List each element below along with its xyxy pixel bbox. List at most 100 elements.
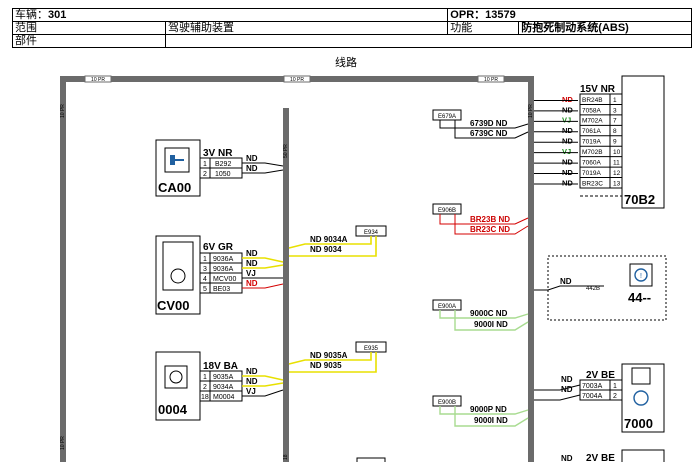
e906b-line-2: BR23C ND bbox=[470, 225, 510, 234]
cv00-wire-1: 9036A bbox=[213, 256, 234, 263]
c70b2-wire-1: BR24B bbox=[582, 97, 603, 104]
c70b2-pin-12: 12 bbox=[613, 170, 621, 177]
splice-e679a[interactable]: E679A 6739D ND 6739C ND bbox=[432, 109, 529, 139]
cv00-wire-5: BE03 bbox=[213, 286, 230, 293]
ca00-name: CA00 bbox=[158, 180, 191, 195]
svg-text:!: ! bbox=[640, 273, 642, 280]
c7000-nd-2: ND bbox=[561, 385, 573, 394]
c0004-pin-18: 18 bbox=[201, 394, 209, 401]
e935-line-2: ND 9035 bbox=[310, 361, 342, 370]
c0004-nd-2: ND bbox=[246, 377, 258, 386]
c70b2-nd-9: ND bbox=[562, 137, 573, 146]
c70b2-wire-12: 7019A bbox=[582, 170, 601, 177]
c44-nd: ND bbox=[560, 277, 572, 286]
c70b2-pin-7: 7 bbox=[613, 118, 617, 125]
bus-lines: 10 PR 10 PR 10 PR 10 PR 10 PR 50 PR 10 P… bbox=[60, 75, 534, 462]
c70b2-nd-1: ND bbox=[562, 95, 573, 104]
c70b2-conn: 15V NR bbox=[580, 84, 616, 95]
e934-box: E934 bbox=[364, 230, 379, 236]
c70b2-nd-13: ND bbox=[562, 178, 573, 187]
e900b-line-1: 9000P ND bbox=[470, 405, 507, 414]
e935-line-1: ND 9035A bbox=[310, 351, 348, 360]
c0004-wire-1: 9035A bbox=[213, 374, 234, 381]
c70b2-pin-10: 10 bbox=[613, 149, 621, 156]
header-table: 车辆：301 OPR：13579 范围 驾驶辅助装置 功能 防抱死制动系统(AB… bbox=[11, 8, 692, 48]
component-cv00[interactable]: CV00 6V GR 1 3 4 5 9036A 9036A MCV00 BE0… bbox=[155, 235, 284, 315]
bus-label-left-bottom: 10 PR bbox=[60, 436, 66, 450]
cv00-wire-3: 9036A bbox=[213, 266, 234, 273]
e934-line-1: ND 9034A bbox=[310, 235, 348, 244]
c70b2-pin-9: 9 bbox=[613, 139, 617, 146]
ca00-conn: 3V NR bbox=[203, 148, 233, 159]
bus-mid bbox=[283, 108, 289, 462]
gauge-icon bbox=[164, 365, 188, 389]
c0004-nd-18: VJ bbox=[246, 387, 256, 396]
bus-right bbox=[528, 76, 534, 462]
e906b-box: E906B bbox=[438, 208, 456, 214]
bus-label-right: 10 PR bbox=[528, 104, 534, 118]
e935-box: E935 bbox=[364, 346, 379, 352]
cv00-nd-1: ND bbox=[246, 249, 258, 258]
abs-sensor-icon bbox=[633, 390, 649, 406]
c70b2-wire-7: M702A bbox=[582, 118, 603, 125]
c70b2-nd-3: ND bbox=[562, 105, 573, 114]
e900b-line-2: 9000I ND bbox=[474, 416, 508, 425]
cv00-nd-3: ND bbox=[246, 259, 258, 268]
cv00-pin-5: 5 bbox=[203, 286, 207, 293]
ca00-pin-1: 1 bbox=[203, 161, 207, 168]
splice-e900a[interactable]: E900A 9000C ND 9000I ND bbox=[432, 299, 529, 331]
c70b2-pin-3: 3 bbox=[613, 107, 617, 114]
e900a-line-2: 9000I ND bbox=[474, 320, 508, 329]
bus-label-mid-bottom: 18 bbox=[283, 454, 289, 460]
c0004-wire-2: 9034A bbox=[213, 384, 234, 391]
splice-e906b[interactable]: E906B BR23B ND BR23C ND bbox=[432, 203, 529, 235]
vehicle-value: 301 bbox=[48, 9, 67, 21]
c0004-nd-1: ND bbox=[246, 367, 258, 376]
c70b2-nd-7: VJ bbox=[562, 116, 571, 125]
component-0004[interactable]: 0004 18V BA 1 2 18 9035A 9034A M0004 ND … bbox=[155, 351, 284, 421]
ca00-wire-2: 1050 bbox=[215, 171, 231, 178]
c70b2-nd-12: ND bbox=[562, 168, 573, 177]
component-44[interactable]: ! 44-- ND 442B bbox=[534, 255, 667, 321]
c7000-wire-2: 7004A bbox=[582, 393, 603, 400]
e679a-line-2: 6739C ND bbox=[470, 129, 508, 138]
c7000-name: 7000 bbox=[624, 416, 653, 431]
cv00-nd-4: VJ bbox=[246, 269, 256, 278]
c70b2-wire-3: 7058A bbox=[582, 107, 601, 114]
c7000-pin-1: 1 bbox=[613, 383, 617, 390]
c70b2-nd-10: VJ bbox=[562, 147, 571, 156]
bus-left bbox=[60, 76, 66, 462]
c70b2-nd-11: ND bbox=[562, 158, 573, 167]
bus-label-mid: 50 PR bbox=[283, 144, 289, 158]
splice-e934[interactable]: E934 ND 9034A ND 9034 bbox=[288, 225, 387, 257]
e900a-box: E900A bbox=[438, 304, 456, 310]
part-value bbox=[165, 34, 692, 48]
splice-e935[interactable]: E935 ND 9035A ND 9035 bbox=[288, 341, 387, 373]
c44-name: 44-- bbox=[628, 290, 651, 305]
splice-e900b[interactable]: E900B 9000P ND 9000I ND bbox=[432, 395, 529, 427]
c70b2-pin-11: 11 bbox=[613, 160, 620, 167]
c44-wire: 442B bbox=[586, 286, 600, 292]
opr-label: OPR： bbox=[450, 9, 486, 21]
e934-line-2: ND 9034 bbox=[310, 245, 342, 254]
c70b2-wire-11: 7060A bbox=[582, 160, 601, 167]
e900b-box: E900B bbox=[438, 400, 456, 406]
e906b-line-1: BR23B ND bbox=[470, 215, 510, 224]
opr-cell: OPR：13579 bbox=[447, 8, 692, 22]
c7000-conn: 2V BE bbox=[586, 370, 615, 381]
component-7000[interactable]: 7000 2V BE 7003A 7004A 1 2 ND ND bbox=[534, 363, 665, 433]
bus-label-top-left: 10 PR bbox=[91, 77, 105, 83]
sensor-icon bbox=[631, 367, 651, 385]
c70b2-wire-13: BR23C bbox=[582, 180, 603, 187]
c70b2-pin-1: 1 bbox=[613, 97, 617, 104]
cv00-pin-4: 4 bbox=[203, 276, 207, 283]
function-value: 防抱死制动系统(ABS) bbox=[518, 21, 692, 35]
c70b2-wire-9: 7019A bbox=[582, 139, 601, 146]
c70b2-name: 70B2 bbox=[624, 192, 655, 207]
c0004-pin-2: 2 bbox=[203, 384, 207, 391]
component-ca00[interactable]: CA00 3V NR 1 2 B292 1050 ND ND bbox=[155, 139, 284, 197]
c7000-pin-2: 2 bbox=[613, 393, 617, 400]
